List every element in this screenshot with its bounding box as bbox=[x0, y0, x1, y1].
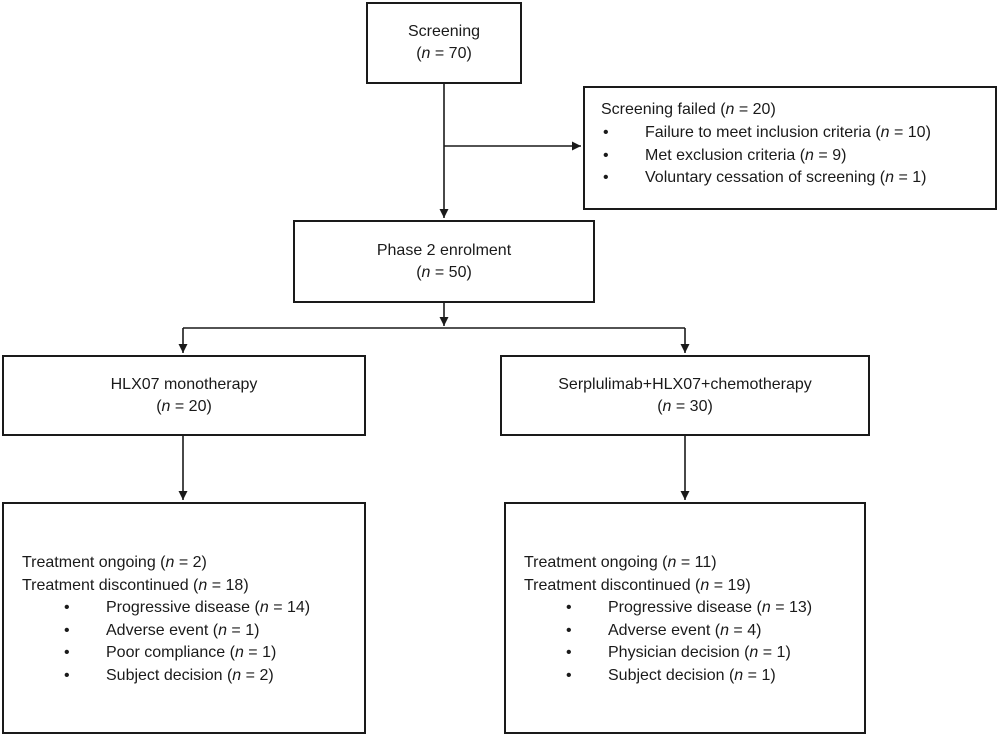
list-item: • Physician decision (n = 1) bbox=[524, 642, 864, 665]
arm-mono-count: (n = 20) bbox=[156, 397, 212, 415]
arm-combo-box: Serplulimab+HLX07+chemotherapy (n = 30) bbox=[500, 355, 870, 436]
outcome-mono-ongoing: Treatment ongoing (n = 2) bbox=[22, 554, 207, 571]
screening-failed-header: Screening failed (n = 20) bbox=[601, 98, 995, 122]
outcome-combo-box: Treatment ongoing (n = 11) Treatment dis… bbox=[504, 502, 866, 734]
bullet-icon: • bbox=[603, 124, 609, 141]
screening-count: (n = 70) bbox=[416, 45, 472, 62]
list-item: • Progressive disease (n = 14) bbox=[22, 597, 364, 620]
outcome-combo-discontinued: Treatment discontinued (n = 19) bbox=[524, 576, 751, 594]
arm-combo-count: (n = 30) bbox=[657, 397, 713, 415]
list-item: • Adverse event (n = 1) bbox=[22, 620, 364, 643]
outcome-combo-ongoing: Treatment ongoing (n = 11) bbox=[524, 554, 717, 571]
list-item: • Progressive disease (n = 13) bbox=[524, 597, 864, 620]
bullet-icon: • bbox=[603, 169, 609, 186]
arm-mono-box: HLX07 monotherapy (n = 20) bbox=[2, 355, 366, 436]
screening-failed-reasons: • Failure to meet inclusion criteria (n … bbox=[601, 122, 995, 190]
list-item: • Voluntary cessation of screening (n = … bbox=[601, 167, 995, 190]
screening-title: Screening bbox=[407, 23, 481, 40]
screening-box: Screening (n = 70) bbox=[366, 2, 522, 84]
list-item: • Met exclusion criteria (n = 9) bbox=[601, 145, 995, 168]
bullet-icon: • bbox=[566, 621, 572, 639]
bullet-icon: • bbox=[603, 146, 609, 164]
bullet-icon: • bbox=[64, 599, 70, 616]
outcome-mono-discontinued: Treatment discontinued (n = 18) bbox=[22, 576, 249, 594]
outcome-mono-reasons: • Progressive disease (n = 14) • Adverse… bbox=[22, 597, 364, 687]
enrolment-title: Phase 2 enrolment bbox=[376, 241, 512, 259]
enrolment-count: (n = 50) bbox=[416, 263, 472, 281]
list-item: • Poor compliance (n = 1) bbox=[22, 642, 364, 665]
enrolment-box: Phase 2 enrolment (n = 50) bbox=[293, 220, 595, 303]
bullet-icon: • bbox=[566, 599, 572, 616]
bullet-icon: • bbox=[64, 644, 70, 661]
arm-mono-title: HLX07 monotherapy bbox=[110, 375, 258, 393]
arm-combo-title: Serplulimab+HLX07+chemotherapy bbox=[558, 375, 812, 393]
list-item: • Subject decision (n = 2) bbox=[22, 665, 364, 688]
screening-failed-header-text: Screening failed (n = 20) bbox=[601, 101, 776, 118]
bullet-icon: • bbox=[64, 621, 70, 639]
outcome-mono-box: Treatment ongoing (n = 2) Treatment disc… bbox=[2, 502, 366, 734]
list-item: • Failure to meet inclusion criteria (n … bbox=[601, 122, 995, 145]
outcome-combo-reasons: • Progressive disease (n = 13) • Adverse… bbox=[524, 597, 864, 687]
bullet-icon: • bbox=[64, 666, 70, 684]
list-item: • Subject decision (n = 1) bbox=[524, 665, 864, 688]
bullet-icon: • bbox=[566, 666, 572, 684]
bullet-icon: • bbox=[566, 644, 572, 661]
screening-failed-box: Screening failed (n = 20) • Failure to m… bbox=[583, 86, 997, 210]
list-item: • Adverse event (n = 4) bbox=[524, 620, 864, 643]
